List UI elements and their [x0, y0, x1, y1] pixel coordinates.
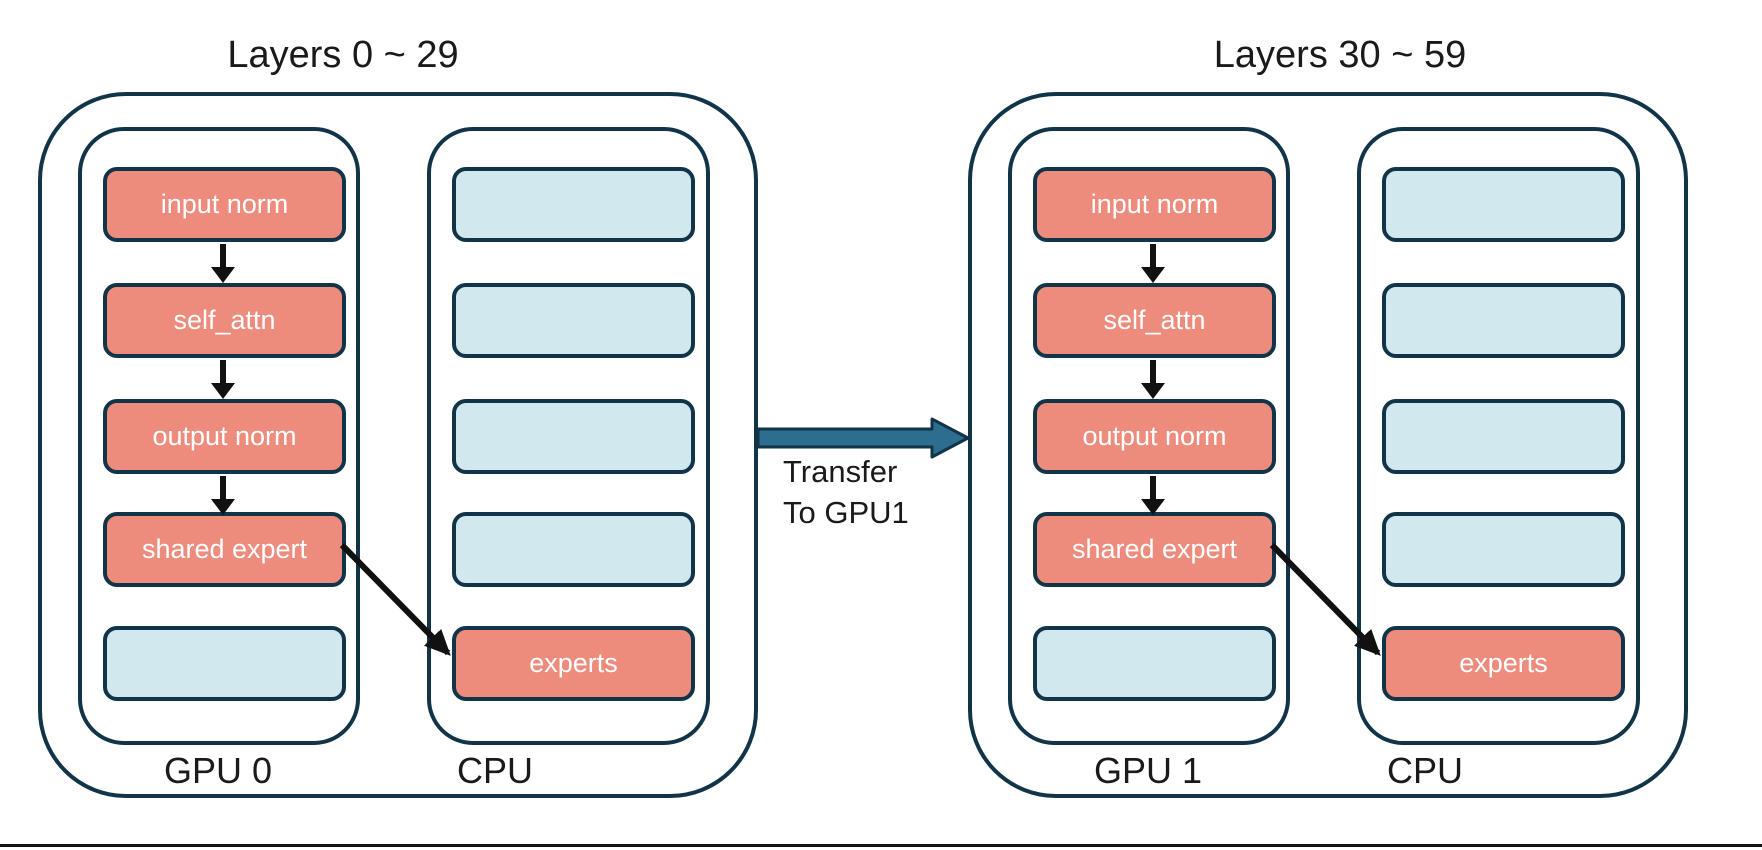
layer-group-0-29: Layers 0 ~ 29 input norm self_attn outpu…: [38, 0, 758, 850]
diagram-title: Layers 30 ~ 59: [1213, 34, 1467, 76]
gpu1-label: GPU 1: [1093, 750, 1203, 791]
layer-box-shared-expert: shared expert: [1033, 512, 1276, 587]
cpu-column: experts: [1357, 127, 1640, 745]
transfer-arrow-icon: [756, 417, 970, 459]
layer-box-self-attn: self_attn: [103, 283, 346, 358]
flow-down-arrow-icon: [220, 360, 226, 383]
layer-box-experts: experts: [452, 626, 695, 701]
flow-down-arrow-icon: [220, 244, 226, 267]
layer-box-input-norm: input norm: [1033, 167, 1276, 242]
layer-group-30-59: Layers 30 ~ 59 input norm self_attn outp…: [968, 0, 1688, 850]
layer-box-output-norm: output norm: [103, 399, 346, 474]
gpu0-label: GPU 0: [163, 750, 273, 791]
layer-box-empty: [1033, 626, 1276, 701]
layer-box-self-attn: self_attn: [1033, 283, 1276, 358]
cpu-column: experts: [427, 127, 710, 745]
flow-down-arrow-icon: [1150, 476, 1156, 499]
cpu-label: CPU: [456, 750, 533, 791]
flow-down-arrow-icon: [1150, 360, 1156, 383]
cpu-label: CPU: [1386, 750, 1463, 791]
gpu0-column: input norm self_attn output norm shared …: [78, 127, 360, 745]
layer-box-empty: [1382, 512, 1625, 587]
flow-down-arrow-icon: [1150, 244, 1156, 267]
layer-box-experts: experts: [1382, 626, 1625, 701]
layer-box-empty: [452, 283, 695, 358]
bottom-edge-line: [0, 844, 1762, 847]
layer-box-empty: [452, 399, 695, 474]
layer-box-input-norm: input norm: [103, 167, 346, 242]
diagram-title: Layers 0 ~ 29: [227, 34, 459, 76]
gpu1-column: input norm self_attn output norm shared …: [1008, 127, 1290, 745]
layer-box-shared-expert: shared expert: [103, 512, 346, 587]
layer-box-output-norm: output norm: [1033, 399, 1276, 474]
layer-box-empty: [452, 512, 695, 587]
layer-box-empty: [1382, 399, 1625, 474]
layer-box-empty: [1382, 167, 1625, 242]
layer-box-empty: [103, 626, 346, 701]
layer-box-empty: [1382, 283, 1625, 358]
flow-down-arrow-icon: [220, 476, 226, 499]
layer-box-empty: [452, 167, 695, 242]
